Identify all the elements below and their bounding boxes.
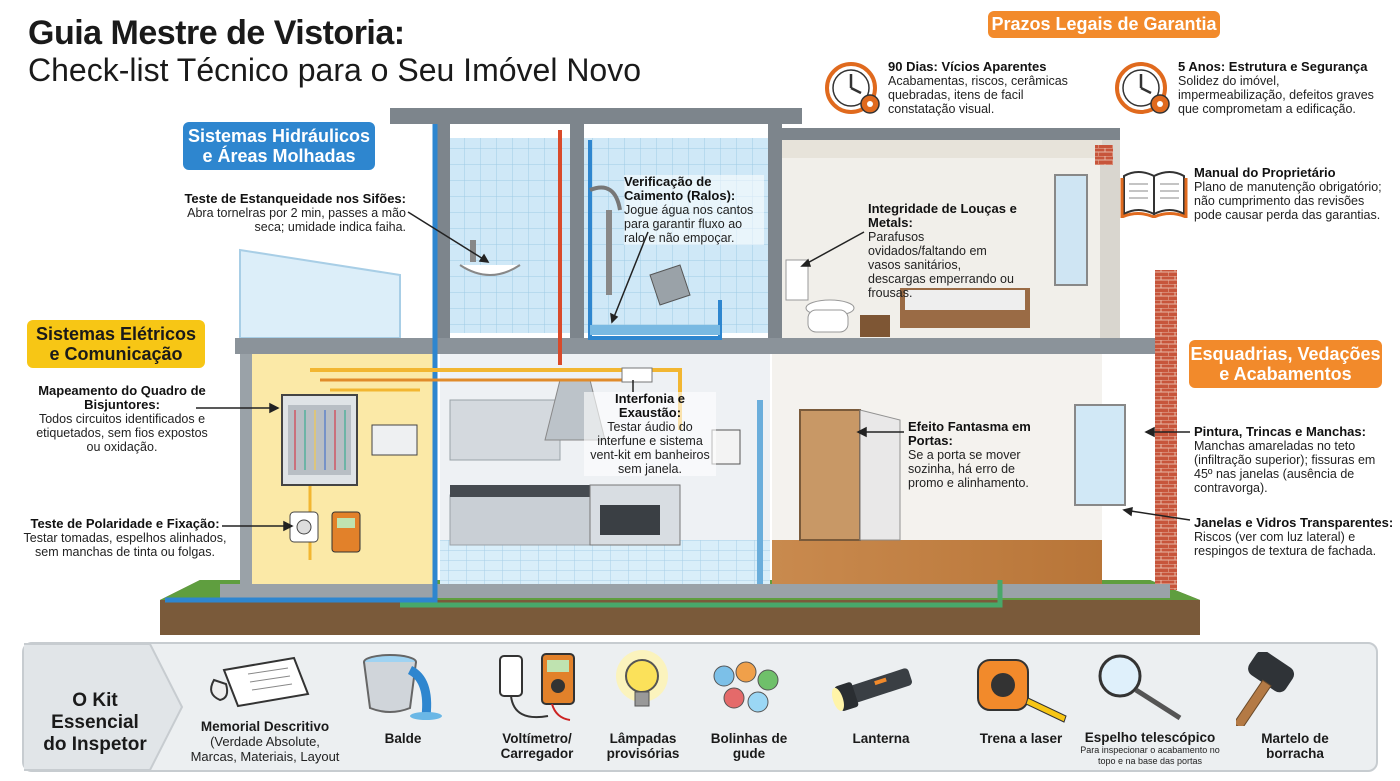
callout-intercom: Interfonia e Exaustão: Testar áudio do i… bbox=[584, 392, 716, 476]
callout-siphon-text: Abra tornelras por 2 min, passes a mão s… bbox=[187, 206, 406, 234]
warranty-90days-text: Acabamentas, riscos, cerâmicas quebradas… bbox=[888, 74, 1068, 116]
owner-manual: Manual do Proprietário Plano de manutenç… bbox=[1194, 165, 1384, 223]
book-icon bbox=[1120, 171, 1188, 218]
owner-manual-title: Manual do Proprietário bbox=[1194, 165, 1336, 180]
kit-item-memorial: Memorial Descritivo (Verdade Absolute, M… bbox=[190, 719, 340, 764]
callout-door-title: Efeito Fantasma em Portas: bbox=[908, 419, 1031, 448]
section-electric-line2: e Comunicação bbox=[49, 344, 183, 364]
warranty-5years-title: 5 Anos: Estrutura e Segurança bbox=[1178, 59, 1368, 74]
kit-title-line2: do Inspetor bbox=[43, 734, 147, 755]
callout-polarity-text: Testar tomadas, espelhos alinhados, sem … bbox=[23, 531, 227, 559]
callout-siphon: Teste de Estanqueidade nos Sifões: Abra … bbox=[180, 191, 406, 235]
kit-item-bucket-label: Balde bbox=[384, 731, 422, 746]
kit-item-memorial-sub: (Verdade Absolute, Marcas, Materiais, La… bbox=[190, 734, 340, 764]
callout-intercom-title: Interfonia e Exaustão: bbox=[614, 391, 686, 420]
section-frames-line1: Esquadrias, Vedações bbox=[1190, 344, 1381, 364]
callout-paint-title: Pintura, Trincas e Manchas: bbox=[1194, 424, 1366, 439]
kit-item-telescopic-mirror: Espelho telescópico Para inspecionar o a… bbox=[1080, 730, 1220, 767]
callout-paint: Pintura, Trincas e Manchas: Manchas amar… bbox=[1194, 424, 1384, 496]
section-electric: Sistemas Elétricos e Comunicação bbox=[27, 320, 205, 368]
kit-item-lamps: Lâmpadas provisórias bbox=[598, 731, 688, 761]
callout-door-text: Se a porta se mover sozinha, há erro de … bbox=[908, 448, 1029, 490]
kit-item-lamps-label: Lâmpadas provisórias bbox=[606, 731, 680, 761]
callout-drain-text: Jogue água nos cantos para garantir flux… bbox=[624, 203, 754, 245]
kit-item-marbles: Bolinhas de gude bbox=[704, 731, 794, 761]
warranty-90days: 90 Dias: Vícios Aparentes Acabamentas, r… bbox=[888, 59, 1078, 117]
callout-paint-text: Manchas amareladas no teto (infiltração … bbox=[1194, 439, 1376, 495]
warranty-5years: 5 Anos: Estrutura e Segurança Solidez do… bbox=[1178, 59, 1378, 117]
section-hydraulic: Sistemas Hidráulicos e Áreas Molhadas bbox=[183, 122, 375, 170]
callout-door: Efeito Fantasma em Portas: Se a porta se… bbox=[908, 419, 1032, 491]
callout-fixtures-title: Integridade de Louças e Metals: bbox=[868, 201, 1017, 230]
marbles-icon bbox=[713, 661, 779, 713]
callout-drain-title: Verificação de Caimento (Ralos): bbox=[624, 174, 736, 203]
bucket-icon bbox=[363, 654, 442, 720]
kit-panel bbox=[22, 642, 1378, 772]
flashlight-icon bbox=[831, 668, 912, 711]
rubber-mallet-icon bbox=[1236, 652, 1295, 726]
clock-gear-icon bbox=[1115, 62, 1170, 114]
callout-siphon-title: Teste de Estanqueidade nos Sifões: bbox=[184, 191, 406, 206]
kit-item-bucket: Balde bbox=[360, 731, 446, 746]
callout-windows-text: Riscos (ver com luz lateral) e respingos… bbox=[1194, 530, 1377, 558]
callout-windows-title: Janelas e Vidros Transparentes: bbox=[1194, 515, 1394, 530]
page-subtitle: Check-list Técnico para o Seu Imóvel Nov… bbox=[28, 52, 642, 88]
section-electric-line1: Sistemas Elétricos bbox=[35, 324, 197, 344]
kit-item-voltmeter-label: Voltímetro/ Carregador bbox=[500, 731, 574, 761]
kit-title: O Kit Essencial do Inspetor bbox=[30, 690, 160, 756]
section-frames-line2: e Acabamentos bbox=[1219, 364, 1352, 384]
kit-item-memorial-label: Memorial Descritivo bbox=[200, 719, 330, 734]
callout-panel-title: Mapeamento do Quadro de Bisjuntores: bbox=[38, 383, 206, 412]
kit-item-flashlight-label: Lanterna bbox=[852, 731, 910, 746]
callout-panel-text: Todos circuitos identificados e etiqueta… bbox=[36, 412, 208, 454]
callout-fixtures-text: Parafusos ovidados/faltando em vasos san… bbox=[868, 230, 1014, 300]
kit-title-chevron bbox=[24, 643, 184, 771]
page-title: Guia Mestre de Vistoria: bbox=[28, 14, 405, 52]
kit-item-marbles-label: Bolinhas de gude bbox=[710, 731, 788, 761]
kit-item-voltmeter: Voltímetro/ Carregador bbox=[482, 731, 592, 761]
warranty-5years-text: Solidez do imóvel, impermeabilização, de… bbox=[1178, 74, 1374, 116]
kit-item-mallet: Martelo de borracha bbox=[1250, 731, 1340, 761]
multimeter-icon bbox=[499, 653, 575, 721]
owner-manual-text: Plano de manutenção obrigatório; não cum… bbox=[1194, 180, 1382, 222]
kit-item-mallet-label: Martelo de borracha bbox=[1261, 731, 1329, 761]
callout-fixtures: Integridade de Louças e Metals: Parafuso… bbox=[868, 201, 1018, 301]
tape-measure-icon bbox=[977, 659, 1067, 723]
lightbulb-icon bbox=[616, 650, 668, 707]
callout-panel: Mapeamento do Quadro de Bisjuntores: Tod… bbox=[36, 383, 208, 455]
callout-intercom-text: Testar áudio do interfune e sistema vent… bbox=[590, 420, 710, 476]
kit-item-flashlight: Lanterna bbox=[836, 731, 926, 746]
kit-item-telescopic-mirror-label: Espelho telescópico bbox=[1084, 730, 1216, 745]
warranty-90days-title: 90 Dias: Vícios Aparentes bbox=[888, 59, 1047, 74]
section-hydraulic-line1: Sistemas Hidráulicos bbox=[187, 126, 371, 146]
clock-gear-icon bbox=[825, 62, 880, 114]
callout-polarity-title: Teste de Polaridade e Fixação: bbox=[30, 516, 220, 531]
kit-item-tape-measure: Trena a laser bbox=[966, 731, 1076, 746]
kit-title-line1: O Kit Essencial bbox=[51, 690, 139, 733]
telescopic-mirror-icon bbox=[1098, 654, 1182, 721]
kit-item-telescopic-mirror-note: Para inspecionar o acabamento no topo e … bbox=[1080, 745, 1220, 766]
section-hydraulic-line2: e Áreas Molhadas bbox=[202, 146, 356, 166]
section-frames: Esquadrias, Vedações e Acabamentos bbox=[1189, 340, 1382, 388]
kit-item-tape-measure-label: Trena a laser bbox=[979, 731, 1063, 746]
callout-polarity: Teste de Polaridade e Fixação: Testar to… bbox=[22, 516, 228, 560]
warranty-header: Prazos Legais de Garantia bbox=[988, 11, 1220, 38]
document-icon bbox=[210, 656, 310, 708]
callout-windows: Janelas e Vidros Transparentes: Riscos (… bbox=[1194, 515, 1394, 559]
